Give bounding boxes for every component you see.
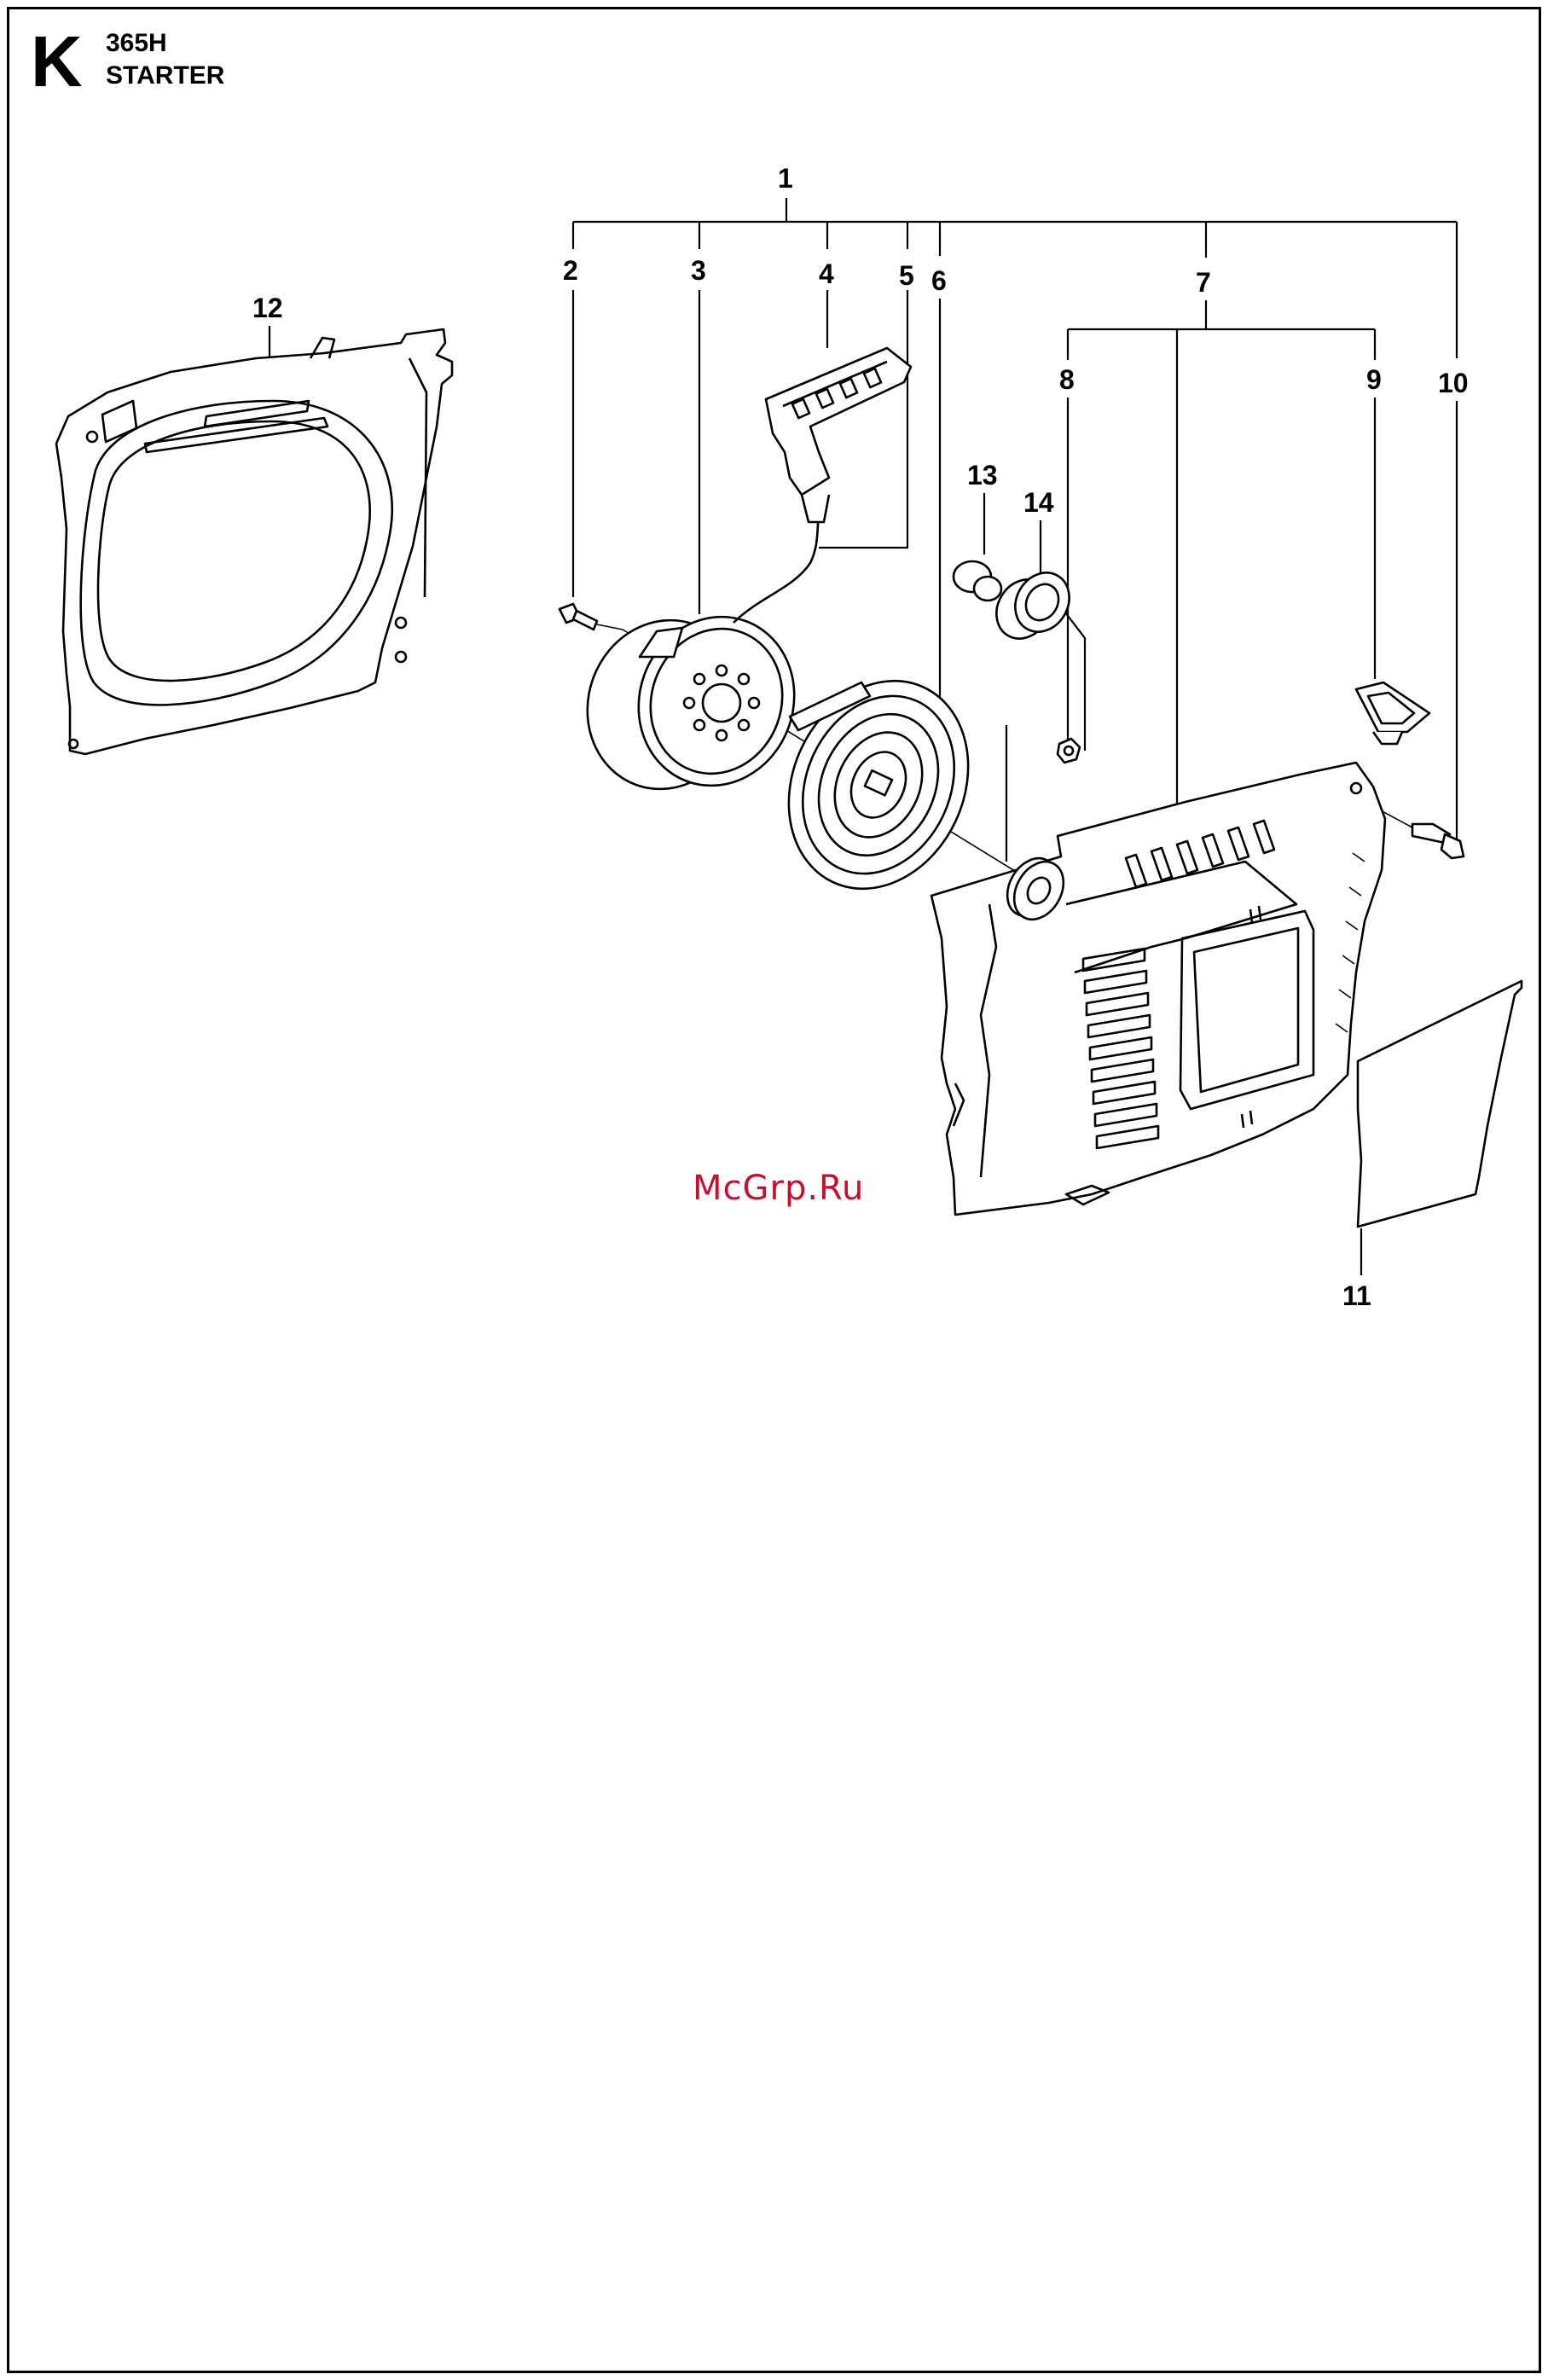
callout-14: 14	[1023, 487, 1054, 518]
callout-5: 5	[899, 260, 914, 291]
part-3-starter-pulley	[564, 512, 819, 811]
callout-7: 7	[1196, 267, 1211, 298]
part-14-bearing	[986, 563, 1080, 648]
callout-13: 13	[967, 460, 998, 491]
callout-4: 4	[819, 258, 834, 289]
callout-11: 11	[1342, 1280, 1371, 1311]
part-2-screw	[559, 604, 623, 630]
callout-3: 3	[691, 255, 706, 286]
callout-8: 8	[1059, 364, 1075, 395]
callout-10: 10	[1438, 368, 1469, 398]
callout-9: 9	[1366, 364, 1382, 395]
watermark: McGrp.Ru	[693, 1169, 864, 1208]
part-7-starter-housing	[931, 763, 1385, 1215]
callout-12: 12	[252, 293, 283, 323]
callout-2: 2	[563, 255, 578, 286]
callout-6: 6	[931, 265, 947, 296]
part-11-decal	[1358, 981, 1522, 1227]
part-8-nut	[1058, 739, 1080, 763]
part-12-fan-shroud	[56, 329, 452, 754]
part-4-handle	[766, 348, 911, 522]
part-13-bushing	[954, 561, 1001, 601]
part-9-rope-guide	[1356, 682, 1429, 744]
callout-1: 1	[778, 163, 793, 194]
